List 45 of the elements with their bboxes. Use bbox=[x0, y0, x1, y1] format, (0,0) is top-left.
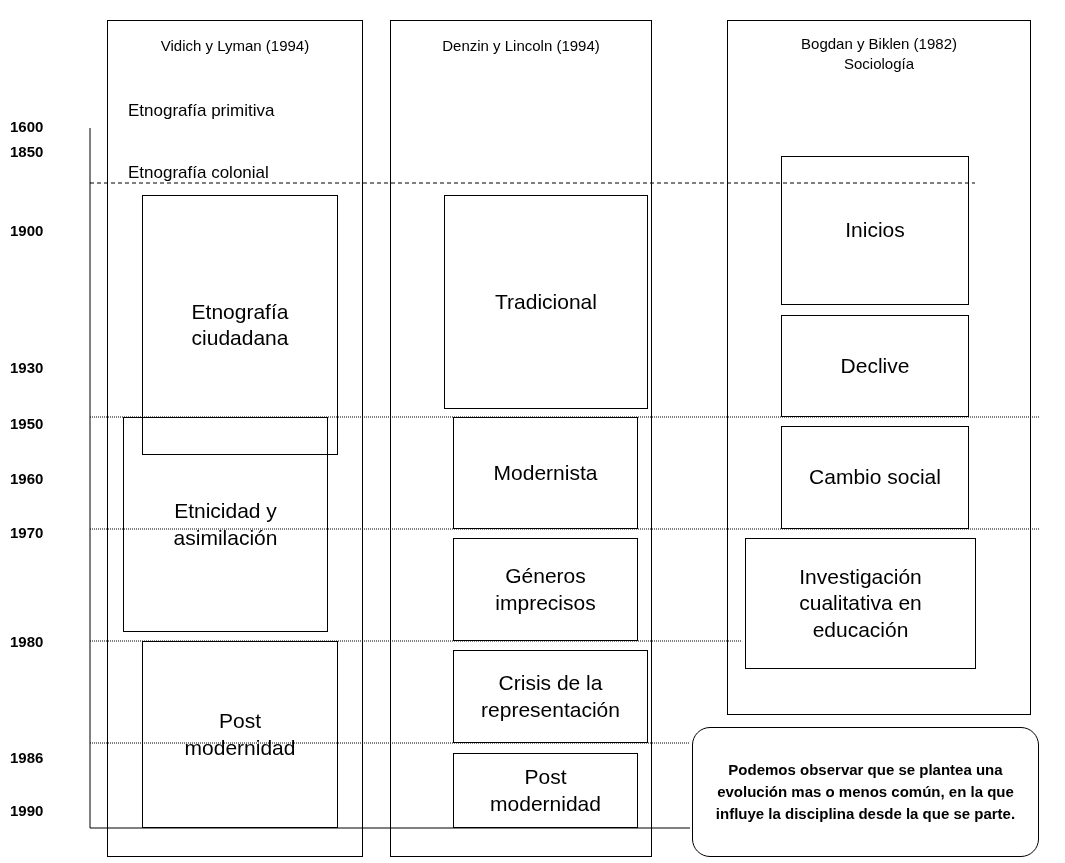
column-heading: Denzin y Lincoln (1994) bbox=[441, 37, 601, 54]
period-box bbox=[781, 315, 969, 417]
period-label: Géneros imprecisos bbox=[494, 563, 597, 616]
period-label: Cambio social bbox=[808, 464, 942, 491]
period-box bbox=[781, 156, 969, 305]
year-label: 1900 bbox=[10, 222, 44, 239]
period-box bbox=[781, 426, 969, 529]
year-label: 1986 bbox=[10, 749, 44, 766]
period-box bbox=[453, 650, 648, 743]
note-text: Podemos observar que se plantea una evolución mas o menos común, en la que influye la disciplina desde la que se parte. bbox=[714, 760, 1017, 824]
year-label: 1980 bbox=[10, 633, 44, 650]
period-label: Inicios bbox=[844, 217, 906, 244]
year-label: 1850 bbox=[10, 143, 44, 160]
period-label: Crisis de la representación bbox=[480, 670, 621, 723]
period-label: Investigación cualitativa en educación bbox=[798, 564, 923, 643]
column-panel bbox=[107, 20, 363, 857]
period-label: Etnicidad y asimilación bbox=[172, 498, 279, 551]
period-text: Etnografía colonial bbox=[128, 163, 269, 183]
note-callout bbox=[692, 727, 1039, 857]
year-label: 1600 bbox=[10, 118, 44, 135]
period-box bbox=[745, 538, 976, 669]
period-box bbox=[142, 195, 338, 455]
period-box bbox=[453, 753, 638, 828]
column-heading: Bogdan y Biklen (1982) bbox=[800, 35, 958, 52]
year-label: 1990 bbox=[10, 802, 44, 819]
year-label: 1950 bbox=[10, 415, 44, 432]
period-label: Post modernidad bbox=[183, 708, 297, 761]
period-label: Tradicional bbox=[494, 288, 598, 315]
column-panel bbox=[727, 20, 1031, 715]
period-box bbox=[453, 417, 638, 529]
period-label: Declive bbox=[839, 352, 911, 379]
year-label: 1930 bbox=[10, 359, 44, 376]
column-heading: Sociología bbox=[842, 55, 916, 72]
period-label: Post modernidad bbox=[489, 764, 602, 817]
column-panel bbox=[390, 20, 652, 857]
period-text: Etnografía primitiva bbox=[128, 101, 275, 121]
column-heading: Vidich y Lyman (1994) bbox=[159, 37, 311, 54]
year-label: 1960 bbox=[10, 470, 44, 487]
period-box bbox=[142, 641, 338, 828]
period-label: Modernista bbox=[492, 459, 599, 486]
period-box bbox=[453, 538, 638, 641]
period-label: Etnografía ciudadana bbox=[190, 298, 290, 351]
period-box bbox=[123, 417, 328, 632]
year-label: 1970 bbox=[10, 524, 44, 541]
period-box bbox=[444, 195, 648, 409]
